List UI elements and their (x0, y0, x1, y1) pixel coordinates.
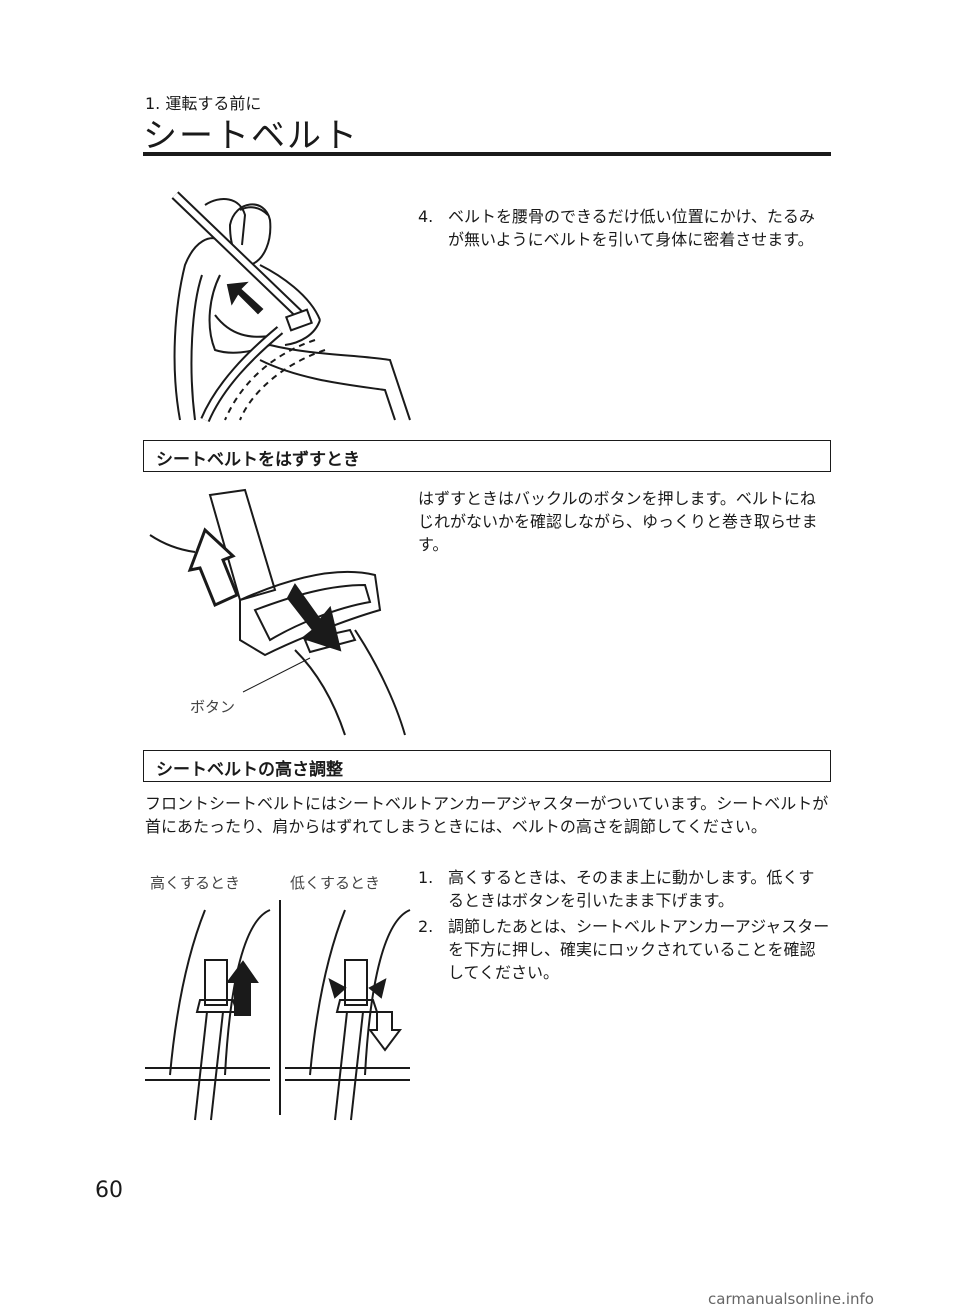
height-intro: フロントシートベルトにはシートベルトアンカーアジャスターがついています。シートベ… (145, 794, 829, 836)
label-raise: 高くするとき (150, 874, 241, 892)
step-number: 2. (418, 917, 434, 936)
title-rule (143, 152, 831, 156)
section-heading-height: シートベルトの高さ調整 (143, 750, 831, 782)
watermark: carmanualsonline.info (708, 1290, 874, 1308)
step-text: 調節したあとは、シートベルトアンカーアジャスターを下方に押し、確実にロックされて… (448, 917, 830, 982)
button-figure-label: ボタン (190, 698, 236, 716)
section-heading-text: シートベルトの高さ調整 (156, 760, 343, 780)
step-number: 4. (418, 207, 434, 226)
chapter-label: 1. 運転する前に (145, 94, 262, 113)
step-text: ベルトを腰骨のできるだけ低い位置にかけ、たるみが無いようにベルトを引いて身体に密… (448, 207, 815, 249)
step-text: 高くするときは、そのまま上に動かします。低くするときはボタンを引いたまま下げます… (448, 868, 815, 910)
unfasten-text: はずすときはバックルのボタンを押します。ベルトにねじれがないかを確認しながら、ゆ… (418, 489, 818, 554)
height-step-2: 2. 調節したあとは、シートベルトアンカーアジャスターを下方に押し、確実にロック… (418, 915, 830, 984)
anchor-adjuster-illustration (145, 900, 411, 1121)
section-heading-unfasten: シートベルトをはずすとき (143, 440, 831, 472)
height-step-1: 1. 高くするときは、そのまま上に動かします。低くするときはボタンを引いたまま下… (418, 866, 830, 912)
label-lower: 低くするとき (290, 874, 381, 892)
step-number: 1. (418, 868, 434, 887)
page-title: シートベルト (143, 116, 359, 156)
lap-belt-illustration (171, 191, 411, 423)
page-number: 60 (95, 1178, 123, 1203)
step-4: 4. ベルトを腰骨のできるだけ低い位置にかけ、たるみが無いようにベルトを引いて身… (418, 205, 830, 251)
section-heading-text: シートベルトをはずすとき (156, 450, 360, 470)
buckle-release-illustration (149, 488, 406, 736)
